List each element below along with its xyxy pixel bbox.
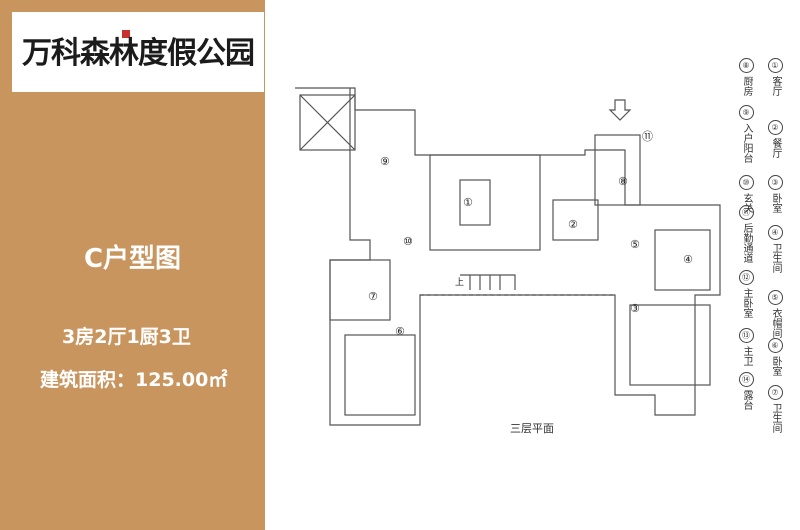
legend-item-9: ⑨ 入户阳台: [736, 105, 756, 163]
plan-area-label: 建筑面积：: [40, 369, 136, 391]
legend-item-14: ⑭ 露台: [736, 372, 756, 410]
logo-text: 万科森林度假公园: [22, 36, 255, 71]
svg-text:⑨: ⑨: [380, 155, 390, 168]
floor-plan-drawing: ① ② ③ ④ ⑤ ⑥ ⑦ ⑧ ⑨ ⑩ ⑪ 上: [295, 87, 721, 426]
legend-item-10: ⑩ 玄关: [736, 175, 756, 213]
legend-item-6: ⑥ 卧室: [765, 338, 785, 376]
legend-item-7: ⑦ 卫生间: [765, 385, 785, 433]
svg-text:⑩: ⑩: [403, 235, 413, 248]
svg-text:⑦: ⑦: [368, 290, 378, 303]
svg-text:⑥: ⑥: [395, 325, 405, 338]
plan-area: 建筑面积：125.00㎡: [40, 365, 227, 392]
logo-seal-icon: [122, 30, 130, 38]
plan-room-count: 3房2厅1厨3卫: [62, 326, 191, 348]
stair-up-label: 上: [455, 277, 464, 288]
legend-item-5: ⑤ 衣帽间: [765, 290, 785, 338]
plan-area-value: 125.00㎡: [135, 369, 228, 391]
legend-item-2: ② 餐厅: [765, 120, 785, 158]
svg-text:②: ②: [568, 218, 578, 231]
legend-item-13: ⑬ 主卫: [736, 328, 756, 366]
logo: 万科森林度假公园: [12, 12, 264, 92]
legend-item-8: ⑧ 厨房: [736, 58, 756, 96]
plan-title: C户型图: [83, 244, 182, 274]
legend-item-12: ⑫ 主卧室: [736, 270, 756, 318]
info-panel: 万科森林度假公园 C户型图 3房2厅1厨3卫 建筑面积：125.00㎡: [0, 0, 265, 530]
legend-item-4: ④ 卫生间: [765, 225, 785, 273]
floor-caption: 三层平面: [510, 422, 554, 435]
legend-item-11: ⑪ 后勤通道: [736, 205, 756, 263]
svg-text:⑪: ⑪: [642, 130, 653, 143]
legend-item-3: ③ 卧室: [765, 175, 785, 213]
svg-text:⑧: ⑧: [618, 175, 628, 188]
svg-text:⑤: ⑤: [630, 238, 640, 251]
svg-text:③: ③: [630, 302, 640, 315]
svg-text:①: ①: [463, 196, 473, 209]
legend-item-1: ① 客厅: [765, 58, 785, 96]
svg-text:④: ④: [683, 253, 693, 266]
